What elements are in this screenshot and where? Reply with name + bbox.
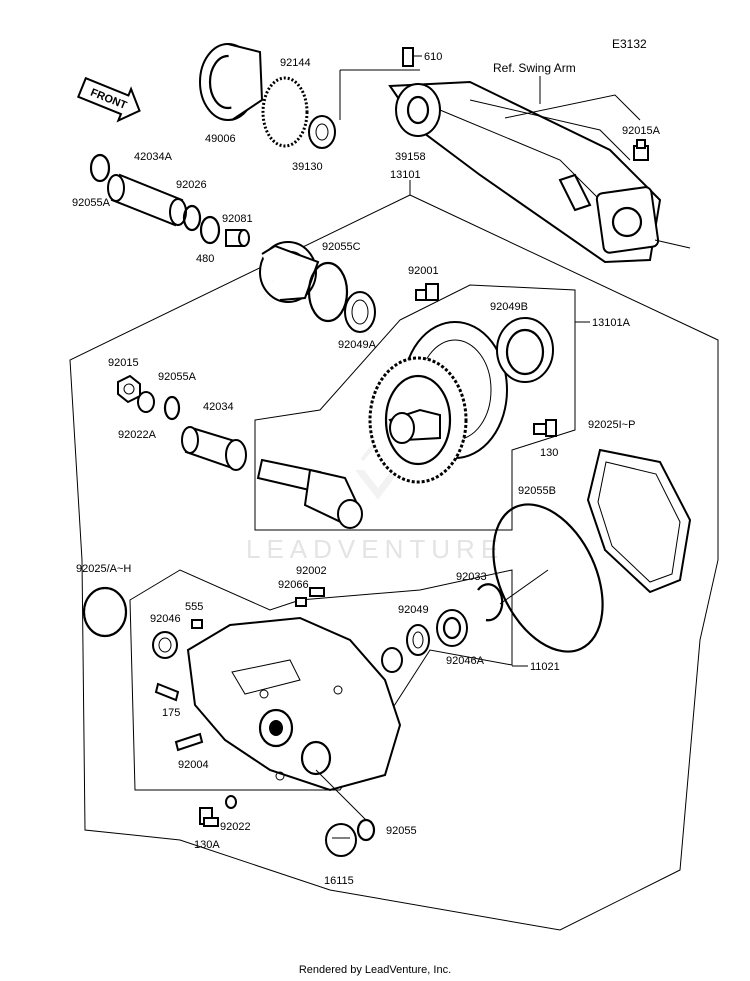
watermark-text: LEADVENTURE	[246, 534, 504, 564]
pin-610	[402, 47, 422, 67]
oring-92055	[356, 818, 376, 842]
label-92046A: 92046A	[446, 655, 485, 667]
label-92049B: 92049B	[490, 301, 528, 313]
cap-16115	[325, 823, 357, 857]
ring-480	[199, 215, 221, 245]
label-92081: 92081	[222, 213, 253, 225]
seal-92055C	[259, 241, 320, 303]
oring-92055B	[492, 503, 604, 653]
sleeve	[381, 647, 403, 673]
label-92066: 92066	[278, 579, 309, 591]
label-92055A-mid: 92055A	[158, 371, 197, 383]
part-555	[191, 619, 203, 629]
spring-92144	[261, 76, 309, 148]
ring-92026	[182, 204, 202, 232]
oring-92055A-mid	[163, 395, 181, 421]
part-92081	[225, 229, 250, 247]
diagram-code: E3132	[612, 37, 647, 51]
label-92001: 92001	[408, 265, 439, 277]
label-130: 130	[540, 447, 558, 459]
bearing-92046A	[436, 609, 468, 647]
label-11021: 11021	[530, 661, 560, 673]
label-92055B: 92055B	[518, 485, 556, 497]
label-13101A: 13101A	[592, 317, 631, 329]
label-92055: 92055	[386, 825, 417, 837]
label-16115: 16115	[324, 875, 354, 887]
part-92066	[295, 597, 307, 607]
stud-175	[154, 682, 180, 702]
label-130A: 130A	[194, 839, 220, 851]
label-39158: 39158	[395, 151, 426, 163]
label-92144: 92144	[280, 57, 311, 69]
label-175: 175	[162, 707, 180, 719]
label-92055A-top: 92055A	[72, 197, 111, 209]
bearing-92049B	[496, 317, 554, 383]
part-92002	[309, 587, 325, 597]
bearing-92046	[152, 631, 178, 659]
pinion-shaft	[256, 458, 363, 529]
label-39130: 39130	[292, 161, 323, 173]
label-92025A-H: 92025/A~H	[76, 563, 131, 575]
label-92046: 92046	[150, 613, 181, 625]
bolt-92015A	[633, 139, 649, 161]
label-92022A: 92022A	[118, 429, 157, 441]
ring-gear	[368, 321, 508, 484]
shaft-42034A	[107, 173, 187, 227]
coupling-49006	[199, 43, 264, 121]
label-610: 610	[424, 51, 442, 63]
label-92015A: 92015A	[622, 125, 661, 137]
shim-92025A-H	[82, 586, 128, 638]
label-42034A: 42034A	[134, 151, 173, 163]
swing-arm	[339, 69, 691, 264]
label-92002: 92002	[296, 565, 327, 577]
nut-92015	[117, 374, 141, 404]
bolt-130	[533, 419, 557, 437]
ref-swing-arm-note: Ref. Swing Arm	[493, 61, 576, 75]
label-92026: 92026	[176, 179, 207, 191]
label-92055C: 92055C	[322, 241, 361, 253]
label-480: 480	[196, 253, 214, 265]
label-13101: 13101	[390, 169, 421, 181]
stud-92004	[174, 732, 204, 752]
gasket-92025I-P	[586, 448, 692, 594]
label-92004: 92004	[178, 759, 209, 771]
seal-92049	[406, 624, 430, 656]
housing-11021	[186, 616, 402, 792]
seal-92049A	[344, 291, 376, 333]
washer-92022	[225, 795, 237, 809]
credit-text: Rendered by LeadVenture, Inc.	[298, 964, 452, 976]
bolt-130A	[199, 807, 219, 827]
label-49006: 49006	[205, 133, 236, 145]
bushing-39130	[308, 115, 336, 149]
bearing-42034	[181, 426, 247, 471]
washer-92022A	[137, 391, 155, 413]
outline-13101	[69, 194, 719, 931]
label-92022: 92022	[220, 821, 251, 833]
oring-92055C	[307, 261, 349, 323]
circlip-92033	[477, 583, 504, 622]
label-92049: 92049	[398, 604, 429, 616]
label-92015: 92015	[108, 357, 139, 369]
label-555: 555	[185, 601, 203, 613]
outline-11021-sub	[129, 569, 513, 791]
outline-13101A	[254, 284, 576, 531]
bolt-92001	[415, 283, 439, 301]
oring-92055A-top	[89, 153, 111, 183]
front-arrow-icon: FRONT	[76, 76, 141, 123]
label-42034: 42034	[203, 401, 234, 413]
label-92025I-P: 92025I~P	[588, 419, 635, 431]
label-92049A: 92049A	[338, 339, 377, 351]
